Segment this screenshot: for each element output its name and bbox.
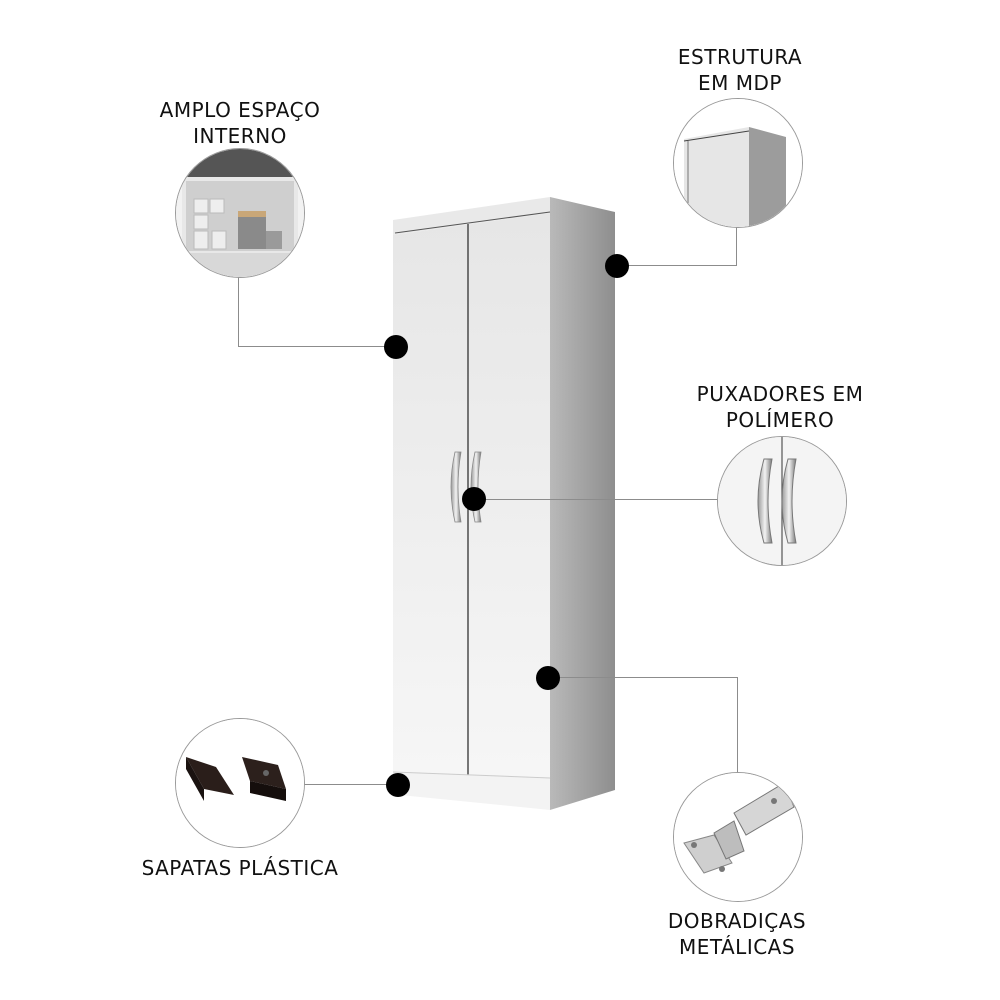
handles-label: PUXADORES EM POLÍMERO	[696, 382, 864, 432]
hotspot-structure[interactable]	[605, 254, 629, 278]
connector-structure-h	[618, 265, 736, 266]
connector-interior	[238, 275, 239, 347]
structure-label: ESTRUTURA EM MDP	[677, 45, 803, 95]
hotspot-hinges[interactable]	[536, 666, 560, 690]
polymer-handle-icon	[717, 436, 847, 566]
hotspot-feet[interactable]	[386, 773, 410, 797]
plastic-foot-icon	[175, 718, 305, 848]
connector-interior-h	[238, 346, 396, 347]
connector-structure-v	[736, 200, 737, 266]
feet-label: SAPATAS PLÁSTICA	[141, 856, 339, 880]
connector-feet	[302, 784, 398, 785]
hotspot-handles[interactable]	[462, 487, 486, 511]
hotspot-interior[interactable]	[384, 335, 408, 359]
connector-handles	[474, 499, 718, 500]
shelf-interior-icon	[175, 148, 305, 278]
connector-hinges-v	[737, 677, 738, 773]
mdp-corner-icon	[673, 98, 803, 228]
metal-hinge-icon	[673, 772, 803, 902]
connector-hinges-h	[548, 677, 738, 678]
hinges-label: DOBRADIÇAS METÁLICAS	[667, 909, 807, 959]
interior-label: AMPLO ESPAÇO INTERNO	[159, 98, 321, 148]
